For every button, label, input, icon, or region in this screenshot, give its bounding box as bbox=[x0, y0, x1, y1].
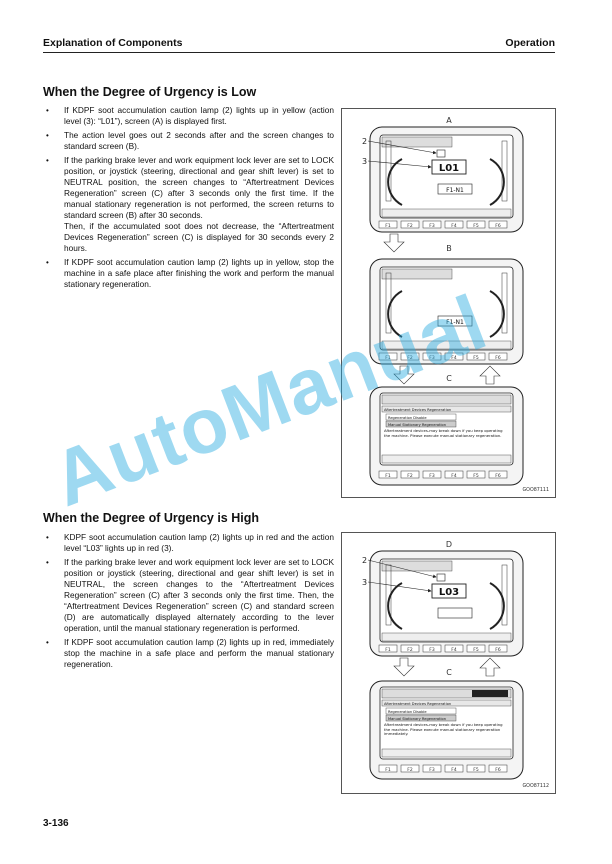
menu-item-regeneration-disable: Regeneration Disable bbox=[388, 416, 427, 420]
f-key-3: F3 bbox=[429, 647, 435, 653]
f-key-5: F5 bbox=[473, 473, 479, 479]
gear-indicator-text-b: F1-N1 bbox=[446, 319, 464, 326]
f-key-1: F1 bbox=[385, 473, 391, 479]
bullet-list-low: If KDPF soot accumulation caution lamp (… bbox=[43, 105, 334, 293]
f-key-4: F4 bbox=[451, 355, 457, 361]
f-key-1: F1 bbox=[385, 767, 391, 773]
f-key-5: F5 bbox=[473, 647, 479, 653]
f-key-2: F2 bbox=[407, 767, 413, 773]
action-level-text: L03 bbox=[439, 587, 459, 598]
f-key-3: F3 bbox=[429, 223, 435, 229]
f-key-6: F6 bbox=[495, 223, 501, 229]
header-chapter-title: Operation bbox=[505, 37, 555, 49]
list-item-continuation: Then, if the accumulated soot does not d… bbox=[64, 221, 334, 253]
menu-item-manual-regeneration: Manual Stationary Regeneration bbox=[388, 717, 446, 721]
f-key-2: F2 bbox=[407, 647, 413, 653]
menu-item-manual-regeneration: Manual Stationary Regeneration bbox=[388, 423, 446, 427]
f-key-6: F6 bbox=[495, 355, 501, 361]
f-key-4: F4 bbox=[451, 767, 457, 773]
figure-label-c: C bbox=[446, 374, 452, 383]
monitor-standard-b bbox=[369, 258, 524, 365]
figure-label-a: A bbox=[446, 116, 452, 125]
action-level-text: L01 bbox=[439, 163, 459, 174]
screen-c-message: Aftertreatment devices-may break down if… bbox=[384, 429, 503, 438]
figure-code: GOO87112 bbox=[522, 784, 549, 789]
arrow-up-icon bbox=[479, 657, 501, 677]
callout-2: 2 bbox=[362, 556, 367, 565]
f-key-5: F5 bbox=[473, 355, 479, 361]
f-key-3: F3 bbox=[429, 473, 435, 479]
figure-label-b: B bbox=[446, 244, 452, 253]
figure-screens-low: A L01 F1-N1 F1 F2 F3 F4 F5 F6 2 3 B bbox=[341, 108, 556, 498]
f-key-3: F3 bbox=[429, 355, 435, 361]
monitor-regeneration-c bbox=[369, 386, 524, 486]
f-key-1: F1 bbox=[385, 223, 391, 229]
list-item: The action level goes out 2 seconds afte… bbox=[43, 130, 334, 152]
f-key-2: F2 bbox=[407, 355, 413, 361]
section-title-low: When the Degree of Urgency is Low bbox=[43, 85, 257, 99]
f-key-4: F4 bbox=[451, 473, 457, 479]
f-key-5: F5 bbox=[473, 223, 479, 229]
list-item: If the parking brake lever and work equi… bbox=[43, 155, 334, 254]
figure-label-d: D bbox=[446, 540, 452, 549]
list-item: If KDPF soot accumulation caution lamp (… bbox=[43, 637, 334, 670]
gear-indicator-text: F1-N1 bbox=[446, 187, 464, 194]
f-key-1: F1 bbox=[385, 647, 391, 653]
bullet-list-high: KDPF soot accumulation caution lamp (2) … bbox=[43, 532, 334, 673]
f-key-6: F6 bbox=[495, 473, 501, 479]
f-key-6: F6 bbox=[495, 767, 501, 773]
menu-item-regeneration-disable: Regeneration Disable bbox=[388, 710, 427, 714]
page-number: 3-136 bbox=[43, 818, 69, 829]
figure-code: GOO87111 bbox=[522, 488, 549, 493]
screen-c-title: Aftertreatment Devices Regeneration bbox=[384, 702, 451, 706]
callout-2: 2 bbox=[362, 137, 367, 146]
figure-label-c: C bbox=[446, 668, 452, 677]
arrow-down-icon bbox=[393, 365, 415, 385]
f-key-1: F1 bbox=[385, 355, 391, 361]
f-key-2: F2 bbox=[407, 473, 413, 479]
f-key-4: F4 bbox=[451, 647, 457, 653]
figure-screens-high: D L03 F1 F2 F3 F4 F5 F6 2 3 bbox=[341, 532, 556, 794]
arrow-down-icon bbox=[393, 657, 415, 677]
callout-3: 3 bbox=[362, 157, 367, 166]
screen-c-title: Aftertreatment Devices Regeneration bbox=[384, 408, 451, 412]
screen-c-message: Aftertreatment devices-may break down if… bbox=[384, 723, 503, 737]
arrow-down-icon bbox=[383, 233, 405, 253]
list-item: If KDPF soot accumulation caution lamp (… bbox=[43, 105, 334, 127]
f-key-4: F4 bbox=[451, 223, 457, 229]
f-key-6: F6 bbox=[495, 647, 501, 653]
monitor-standard-a bbox=[369, 126, 524, 233]
figure-illustration-low: A L01 F1-N1 F1 F2 F3 F4 F5 F6 2 3 B bbox=[362, 116, 524, 486]
callout-3: 3 bbox=[362, 578, 367, 587]
section-title-high: When the Degree of Urgency is High bbox=[43, 511, 260, 525]
f-key-5: F5 bbox=[473, 767, 479, 773]
list-item-text: If the parking brake lever and work equi… bbox=[64, 155, 334, 220]
header-section-title: Explanation of Components bbox=[43, 37, 183, 49]
figure-illustration-high: D L03 F1 F2 F3 F4 F5 F6 2 3 bbox=[362, 540, 524, 780]
monitor-standard-d bbox=[369, 550, 524, 657]
f-key-3: F3 bbox=[429, 767, 435, 773]
list-item: KDPF soot accumulation caution lamp (2) … bbox=[43, 532, 334, 554]
monitor-regeneration-c bbox=[369, 680, 524, 780]
f-key-2: F2 bbox=[407, 223, 413, 229]
page-header: Explanation of Components Operation bbox=[43, 36, 555, 53]
list-item: If KDPF soot accumulation caution lamp (… bbox=[43, 257, 334, 290]
arrow-up-icon bbox=[479, 365, 501, 385]
list-item: If the parking brake lever and work equi… bbox=[43, 557, 334, 634]
